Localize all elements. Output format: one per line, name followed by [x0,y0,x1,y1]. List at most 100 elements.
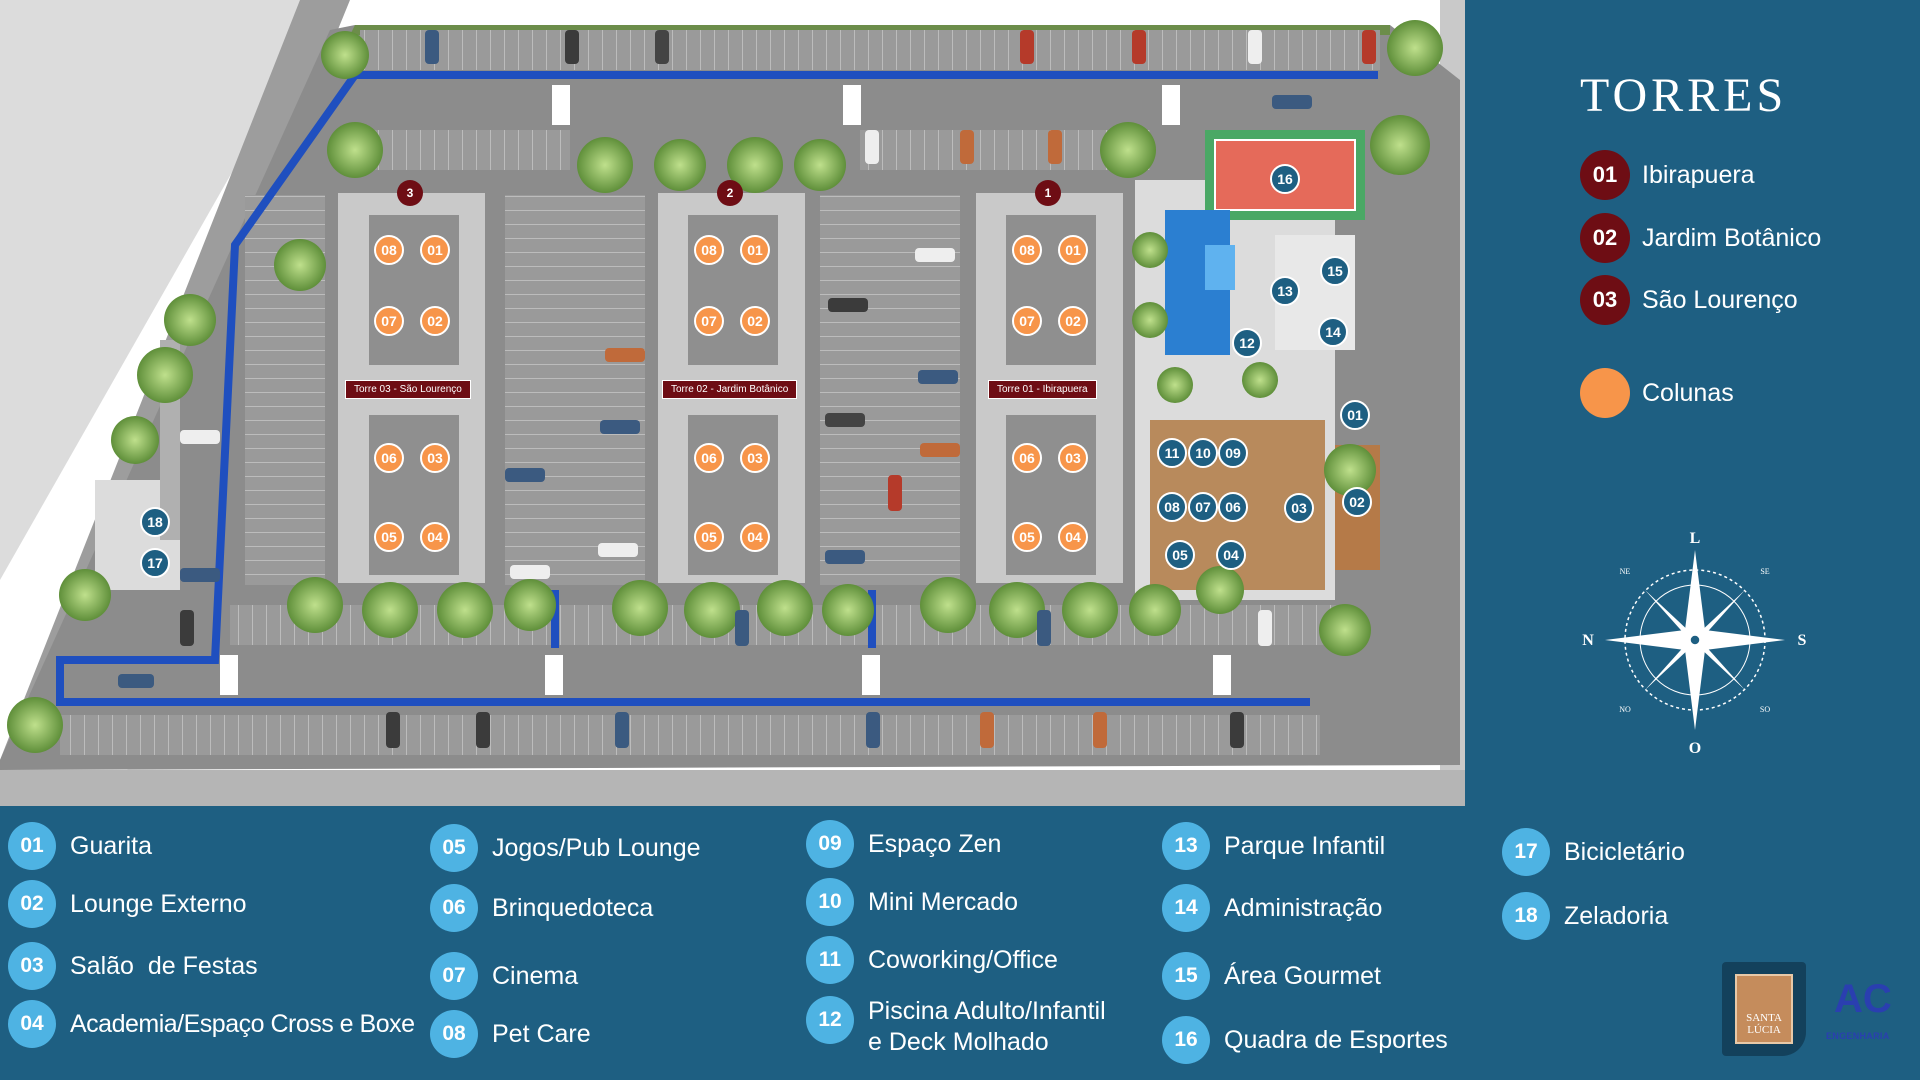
legend-item: 04 Academia/Espaço Cross e Boxe [8,1000,415,1048]
columns-legend-item: Colunas [1580,368,1734,418]
columns-label: Colunas [1642,378,1734,407]
legend-label: Jogos/Pub Lounge [492,833,701,862]
legend-number-badge: 09 [806,820,854,868]
towers-title: TORRES [1580,69,1788,122]
legend-number-badge: 11 [806,936,854,984]
column-badge: 01 [740,235,770,265]
legend-label: Bicicletário [1564,837,1685,866]
legend-item: 12 Piscina Adulto/Infantil e Deck Molhad… [806,996,1106,1058]
column-badge: 02 [740,306,770,336]
santa-lucia-logo-mark: SANTA LÚCIA [1735,974,1793,1044]
compass-ne-label: NE [1620,567,1631,576]
legend-number-badge: 05 [430,824,478,872]
legend-item: 07 Cinema [430,952,578,1000]
column-badge: 05 [374,522,404,552]
legend-label: Pet Care [492,1019,591,1048]
area-badge-18: 18 [140,507,170,537]
legend-number-badge: 06 [430,884,478,932]
legend-item: 17 Bicicletário [1502,828,1685,876]
area-badge-09: 09 [1218,438,1248,468]
compass-se-label: SE [1760,567,1769,576]
legend-number-badge: 16 [1162,1016,1210,1064]
legend-label: Coworking/Office [868,945,1058,974]
area-badge-14: 14 [1318,317,1348,347]
column-badge: 06 [1012,443,1042,473]
legend-item: 03 Salão de Festas [8,942,258,990]
column-badge: 08 [694,235,724,265]
legend-item: 14 Administração [1162,884,1382,932]
compass-o-label: O [1689,740,1701,757]
legend-label: Piscina Adulto/Infantil e Deck Molhado [868,996,1106,1058]
column-badge: 06 [694,443,724,473]
area-badge-06: 06 [1218,492,1248,522]
column-badge: 04 [1058,522,1088,552]
legend-label: Espaço Zen [868,829,1002,858]
tower-3-marker: 3 [397,180,423,206]
ac-engenharia-logo: AC ENGENHARIA [1826,975,1898,1045]
site-plan-map: 3 2 1 Torre 03 - São Lourenço Torre 02 -… [0,0,1465,806]
area-badge-16: 16 [1270,164,1300,194]
column-badge: 01 [1058,235,1088,265]
compass-no-label: NO [1619,705,1631,714]
tower-number-badge: 02 [1580,213,1630,263]
amenities-legend: 01 Guarita 02 Lounge Externo 03 Salão de… [0,806,1920,1080]
area-badge-13: 13 [1270,276,1300,306]
legend-label: Salão de Festas [70,951,258,980]
area-badge-08: 08 [1157,492,1187,522]
area-badge-15: 15 [1320,256,1350,286]
tower-number-badge: 01 [1580,150,1630,200]
legend-item: 11 Coworking/Office [806,936,1058,984]
column-badge: 05 [694,522,724,552]
legend-number-badge: 17 [1502,828,1550,876]
legend-label: Parque Infantil [1224,831,1386,860]
tower-2-label: Torre 02 - Jardim Botânico [662,380,798,399]
legend-item: 13 Parque Infantil [1162,822,1385,870]
area-badge-01: 01 [1340,400,1370,430]
legend-label: Quadra de Esportes [1224,1025,1448,1054]
legend-number-badge: 12 [806,996,854,1044]
legend-item: 15 Área Gourmet [1162,952,1381,1000]
legend-number-badge: 13 [1162,822,1210,870]
column-badge: 07 [694,306,724,336]
column-badge: 02 [1058,306,1088,336]
legend-item: 16 Quadra de Esportes [1162,1016,1448,1064]
legend-label-line1: Piscina Adulto/Infantil [868,997,1106,1025]
tower-legend-item: 03 São Lourenço [1580,275,1798,325]
legend-number-badge: 03 [8,942,56,990]
column-badge: 07 [374,306,404,336]
tower-legend-item: 01 Ibirapuera [1580,150,1755,200]
area-badge-04: 04 [1216,540,1246,570]
legend-label: Brinquedoteca [492,893,654,922]
column-badge: 08 [374,235,404,265]
compass-s-label: S [1798,632,1807,649]
tower-1-marker: 1 [1035,180,1061,206]
legend-number-badge: 10 [806,878,854,926]
column-badge: 06 [374,443,404,473]
legend-number-badge: 18 [1502,892,1550,940]
compass-rose-icon: L O N S NE SE NO SO [1582,530,1807,757]
legend-label-line2: e Deck Molhado [868,1028,1049,1056]
tower-name: Jardim Botânico [1642,223,1822,252]
columns-dot-icon [1580,368,1630,418]
tower-legend-item: 02 Jardim Botânico [1580,213,1821,263]
legend-number-badge: 02 [8,880,56,928]
column-badge: 05 [1012,522,1042,552]
column-badge: 04 [740,522,770,552]
tower-number-badge: 03 [1580,275,1630,325]
santa-lucia-logo: SANTA LÚCIA [1722,962,1806,1056]
legend-label: Zeladoria [1564,901,1669,930]
area-badge-07: 07 [1188,492,1218,522]
legend-number-badge: 15 [1162,952,1210,1000]
legend-item: 01 Guarita [8,822,152,870]
column-badge: 01 [420,235,450,265]
ac-logo-mark: AC [1834,977,1892,1021]
compass-n-label: N [1582,632,1594,649]
area-badge-17: 17 [140,548,170,578]
legend-item: 18 Zeladoria [1502,892,1668,940]
legend-label: Mini Mercado [868,887,1019,916]
area-badge-11: 11 [1157,438,1187,468]
column-badge: 03 [740,443,770,473]
legend-number-badge: 14 [1162,884,1210,932]
area-badge-03: 03 [1284,493,1314,523]
legend-number-badge: 04 [8,1000,56,1048]
